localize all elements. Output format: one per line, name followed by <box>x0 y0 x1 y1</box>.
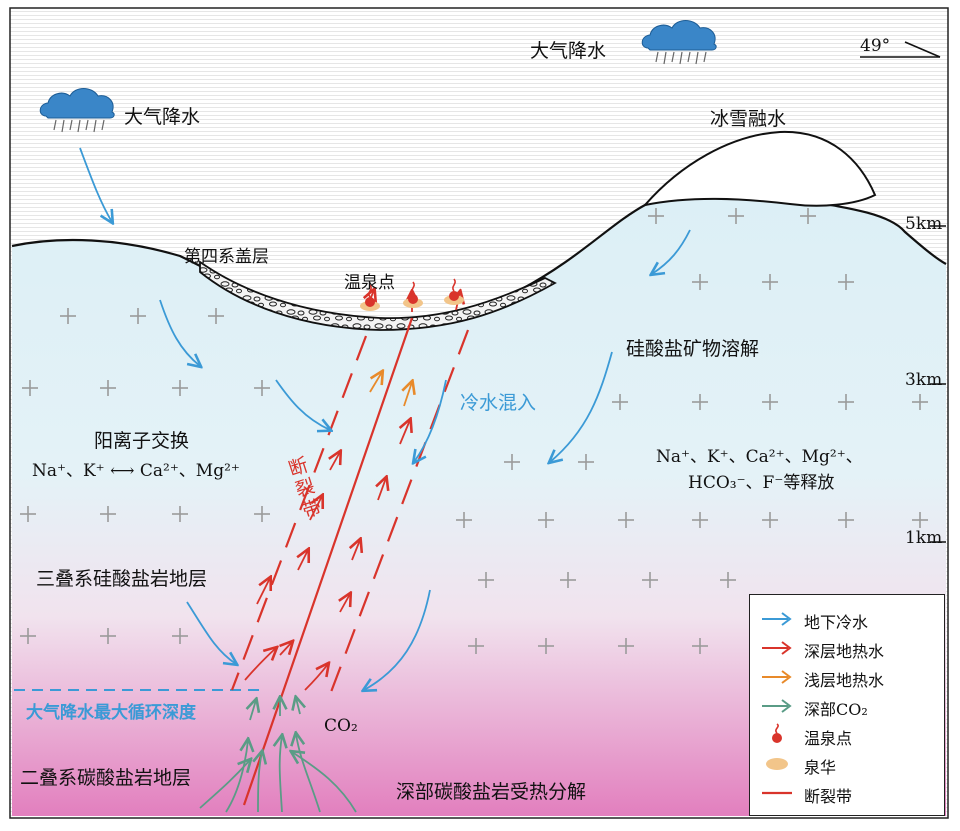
cloud-top-icon <box>641 20 717 65</box>
legend-item-shallow-geothermal: 浅层地热水 <box>750 665 940 690</box>
label-cation-exchange: 阳离子交换 <box>94 430 190 452</box>
fault-boundary-right <box>326 329 470 701</box>
legend-item-fault: 断裂带 <box>750 781 940 806</box>
legend-label: 浅层地热水 <box>804 671 885 690</box>
label-quaternary: 第四系盖层 <box>184 247 269 267</box>
depth-scale <box>930 225 946 543</box>
terrain-surface-line <box>11 192 947 324</box>
deep-co2-arrows <box>199 698 357 813</box>
quaternary-cover-layer <box>199 260 557 331</box>
shallow-geothermal-arrows <box>369 372 412 407</box>
release-line-1: Na⁺、K⁺、Ca²⁺、Mg²⁺、 <box>656 447 863 467</box>
label-dip: 49° <box>860 36 891 56</box>
label-triassic: 三叠系硅酸盐岩地层 <box>36 568 208 590</box>
hot-spring-points <box>360 278 464 311</box>
rock-cross-pattern <box>20 208 928 654</box>
deep-co2-arrow-icon <box>762 699 792 713</box>
cold-water-arrows <box>79 147 691 690</box>
label-max-circulation: 大气降水最大循环深度 <box>26 703 196 723</box>
rock-body <box>12 193 946 817</box>
fault-zone <box>230 317 470 806</box>
sinter-icon <box>766 758 788 770</box>
exchange-left: Na⁺、K⁺ <box>32 461 105 481</box>
label-precip-top: 大气降水 <box>530 40 607 62</box>
label-hot-spring-point: 温泉点 <box>344 273 395 293</box>
legend-item-deep-co2: 深部CO₂ <box>750 694 940 719</box>
deep-geothermal-arrow-icon <box>762 641 792 655</box>
depth-tick-1km: 1km <box>905 528 943 548</box>
legend-label: 地下冷水 <box>804 613 869 632</box>
label-silicate-dissolution: 硅酸盐矿物溶解 <box>626 338 760 360</box>
label-snowmelt: 冰雪融水 <box>710 108 787 130</box>
label-co2: CO₂ <box>324 716 358 736</box>
label-deep-carbonate: 深部碳酸盐岩受热分解 <box>396 781 587 803</box>
hot-spring-icon <box>403 281 423 308</box>
snow-cap <box>642 130 877 207</box>
legend-label: 深层地热水 <box>804 642 885 661</box>
legend-item-hot-spring: 温泉点 <box>750 723 940 748</box>
label-precip-left: 大气降水 <box>124 106 201 128</box>
legend-item-deep-geothermal: 深层地热水 <box>750 636 940 661</box>
fault-line-icon <box>762 791 792 795</box>
legend-label: 泉华 <box>804 758 837 777</box>
fault-main-line <box>242 317 414 806</box>
legend-item-sinter: 泉华 <box>750 752 940 777</box>
label-permian: 二叠系碳酸盐岩地层 <box>20 767 192 789</box>
depth-tick-3km: 3km <box>905 370 943 390</box>
label-cold-mix: 冷水混入 <box>460 392 537 414</box>
depth-tick-5km: 5km <box>905 214 943 234</box>
hot-spring-icon <box>360 284 380 311</box>
exchange-arrow: ⟷ <box>110 461 135 481</box>
dip-symbol <box>860 41 941 58</box>
cold-water-arrow-icon <box>762 612 792 626</box>
hot-spring-icon <box>444 278 464 305</box>
legend-label: 温泉点 <box>804 729 853 748</box>
legend-item-cold-water: 地下冷水 <box>750 607 940 632</box>
exchange-right: Ca²⁺、Mg²⁺ <box>139 461 240 481</box>
legend: 地下冷水 深层地热水 浅层地热水 深部CO₂ 温泉点 泉华 断裂带 <box>749 594 945 816</box>
release-line-2: HCO₃⁻、F⁻等释放 <box>688 468 834 493</box>
release-text: 等释放 <box>783 473 835 493</box>
cloud-left-icon <box>39 88 115 133</box>
shallow-geothermal-arrow-icon <box>762 670 792 684</box>
hot-spring-icon <box>772 723 782 743</box>
release-ions: HCO₃⁻、F⁻ <box>688 473 784 493</box>
legend-label: 深部CO₂ <box>804 700 868 719</box>
exchange-equation: Na⁺、K⁺ ⟷ Ca²⁺、Mg²⁺ <box>32 456 240 481</box>
legend-label: 断裂带 <box>804 787 853 806</box>
fault-boundary-left <box>230 335 368 691</box>
